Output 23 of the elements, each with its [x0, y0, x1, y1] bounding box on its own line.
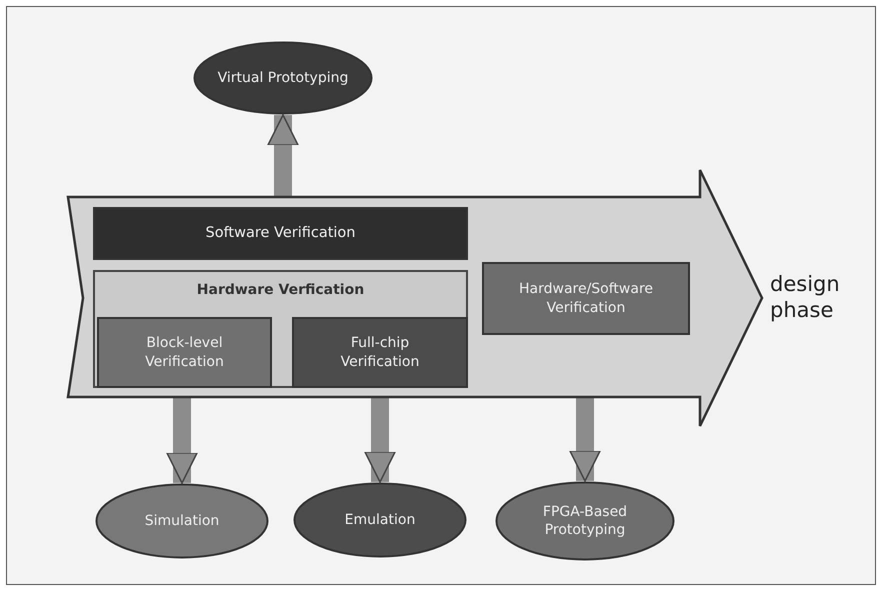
node-label: Virtual Prototyping — [218, 68, 348, 88]
block-arrow — [569, 397, 601, 482]
node-label: Block-level Verification — [144, 334, 225, 371]
outcome-ellipse — [293, 482, 467, 558]
node-label: Hardware/Software Verification — [518, 280, 654, 317]
group-box — [93, 270, 468, 388]
block-arrow — [166, 397, 198, 484]
node-label: Emulation — [344, 510, 416, 530]
group-heading: Hardware Verfication — [196, 281, 364, 300]
side-caption: design phase — [770, 271, 841, 324]
node-label: Full-chip Verification — [340, 334, 420, 371]
node-label: FPGA-Based Prototyping — [542, 502, 628, 540]
node-label: Software Verification — [206, 224, 356, 243]
outcome-ellipse — [495, 481, 675, 561]
process-box — [482, 262, 690, 335]
process-box — [292, 317, 468, 388]
node-label: Simulation — [144, 512, 220, 530]
outcome-ellipse — [95, 483, 269, 559]
process-box — [97, 317, 272, 388]
block-arrow — [364, 397, 396, 483]
block-arrow — [267, 114, 299, 197]
outcome-ellipse — [193, 41, 373, 115]
process-box — [93, 207, 468, 260]
